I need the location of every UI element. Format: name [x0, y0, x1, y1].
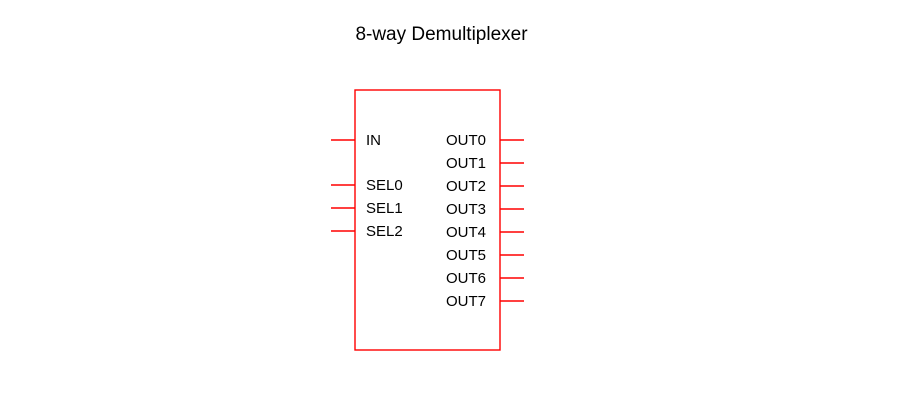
output-pin-label-out7: OUT7 — [446, 293, 487, 310]
input-pin-label-sel1: SEL1 — [366, 200, 403, 217]
input-pin-label-sel2: SEL2 — [366, 223, 403, 240]
page-title: 8-way Demultiplexer — [355, 24, 528, 45]
input-pin-label-in: IN — [366, 132, 381, 149]
input-pin-label-sel0: SEL0 — [366, 177, 403, 194]
output-pin-label-out2: OUT2 — [446, 178, 487, 195]
symbol-body-rect — [354, 89, 501, 351]
output-pin-label-out5: OUT5 — [446, 247, 487, 264]
output-pin-label-out3: OUT3 — [446, 201, 487, 218]
output-pin-label-out6: OUT6 — [446, 270, 487, 287]
output-pin-wires — [500, 139, 524, 302]
output-pin-label-out4: OUT4 — [446, 224, 487, 241]
output-pin-label-out0: OUT0 — [446, 132, 487, 149]
output-pin-label-out1: OUT1 — [446, 155, 487, 172]
input-pin-wires — [331, 139, 355, 232]
